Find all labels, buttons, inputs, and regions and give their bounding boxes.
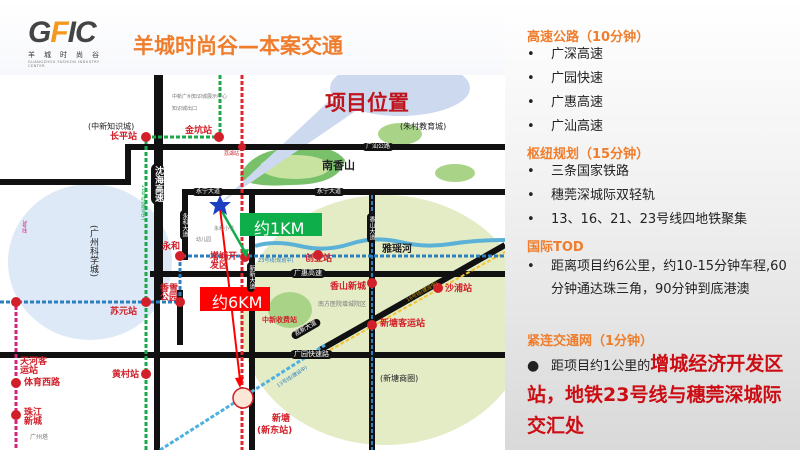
map-label: 中新收费站	[262, 316, 297, 324]
map-label: (中新知识城)	[88, 122, 135, 131]
map-label: 长平站	[110, 132, 138, 142]
map-label: 广汕公路	[362, 143, 395, 151]
map-label: 增城开发区	[210, 252, 238, 271]
map-label: 黄村站	[112, 370, 140, 380]
list-item: •广汕高速	[527, 119, 604, 134]
section-heading: 枢纽规划（15分钟）	[527, 147, 650, 162]
project-star-icon	[209, 195, 231, 215]
map-label: 永和大道	[180, 210, 188, 240]
list-item: •广园快速	[527, 71, 604, 86]
map-label: (广州科学城)	[88, 225, 98, 278]
section-heading: 高速公路（10分钟）	[527, 30, 650, 45]
map-label: 沈海高速	[151, 163, 164, 205]
distance-6km-label: 约6KM	[200, 287, 270, 312]
slide-title: 羊城时尚谷—本案交通	[133, 34, 343, 58]
map-label: 金坑站	[185, 126, 213, 136]
map-label: 雅瑶河	[382, 244, 412, 255]
list-item: •穗莞深城际双轻轨	[527, 188, 656, 203]
distance-1km-label: 约1KM	[240, 213, 322, 238]
map-label: 南方医院增城院区	[318, 301, 367, 308]
xintang-station-icon	[232, 387, 254, 409]
bullet: •	[527, 259, 535, 274]
callout-bubble	[330, 75, 470, 116]
map-label: 永宁大道	[192, 188, 225, 196]
map-label: 永宁大道	[313, 188, 346, 196]
map-label: 23号线(规划中)	[258, 258, 294, 264]
map-label: 广惠高速	[290, 269, 326, 278]
map-label: 荔湖站	[224, 151, 240, 157]
map-label: 香山大道	[367, 213, 375, 243]
map-label: 新新大道	[247, 262, 255, 292]
map-label: 新塘	[272, 414, 291, 424]
section-heading: 紧连交通网（1分钟）	[527, 334, 654, 349]
transport-summary-panel: 高速公路（10分钟） •广深高速 •广园快速 •广惠高速 •广汕高速 枢纽规划（…	[505, 0, 800, 450]
list-item: 距离项目约6公里，约10-15分钟车程,60分钟通达珠三角，90分钟到底港澳	[551, 259, 787, 297]
map-label: 天河客运站	[20, 357, 48, 376]
slide-header: GFIC 羊城时尚谷 GUANGZHOU FASHION INDUSTRY CE…	[0, 0, 505, 75]
arrow-1km	[218, 207, 247, 253]
station-icons	[11, 132, 443, 420]
line-23	[0, 254, 505, 304]
map-label: 广州塔	[30, 434, 49, 441]
callout-label: 项目位置	[325, 91, 409, 115]
map-label: 体育西路	[24, 378, 61, 388]
map-label: 幼儿园	[196, 237, 212, 243]
map-label: 南香山	[322, 159, 355, 172]
map-label: (新塘商圈)	[380, 374, 419, 383]
list-item: •广惠高速	[527, 95, 604, 110]
map-label: 21号线(建设中)	[140, 185, 146, 221]
section-heading: 国际TOD	[527, 240, 584, 255]
map-label: 香山新城	[330, 282, 367, 292]
map-label: 广园快速路	[290, 350, 333, 359]
transport-map: 项目位置 约1KM 约6KM (中新知识城) 长平站 金坑站 中新广州知识城展示…	[0, 75, 505, 450]
gfic-logo: GFIC 羊城时尚谷 GUANGZHOU FASHION INDUSTRY CE…	[28, 16, 108, 69]
map-label: 苏元站	[110, 307, 138, 317]
highlight-item: ●距项目约1公里的增城经济开发区站，地铁23号线与穗莞深城际交汇处	[527, 353, 784, 437]
map-label: 中新广州知识城展示中心	[172, 94, 228, 100]
map-label: 永和	[162, 242, 181, 252]
map-label: 3号线	[21, 220, 27, 234]
map-label: 知识城出口	[172, 106, 198, 112]
map-label: 沙浦站	[445, 284, 473, 294]
map-label: 新塘客运站	[380, 319, 426, 329]
map-label: (朱村教育城)	[400, 122, 447, 131]
map-graphics	[0, 75, 505, 450]
list-item: •13、16、21、23号线四地铁聚集	[527, 212, 748, 227]
map-label: 创业站	[305, 254, 333, 264]
map-label: 珠江新城	[24, 408, 43, 427]
list-item: •广深高速	[527, 47, 604, 62]
map-label: 永和小学	[214, 226, 235, 232]
map-label: (新东站)	[257, 426, 293, 436]
list-item: •三条国家铁路	[527, 164, 630, 179]
map-label: 香雪公园	[160, 284, 179, 303]
